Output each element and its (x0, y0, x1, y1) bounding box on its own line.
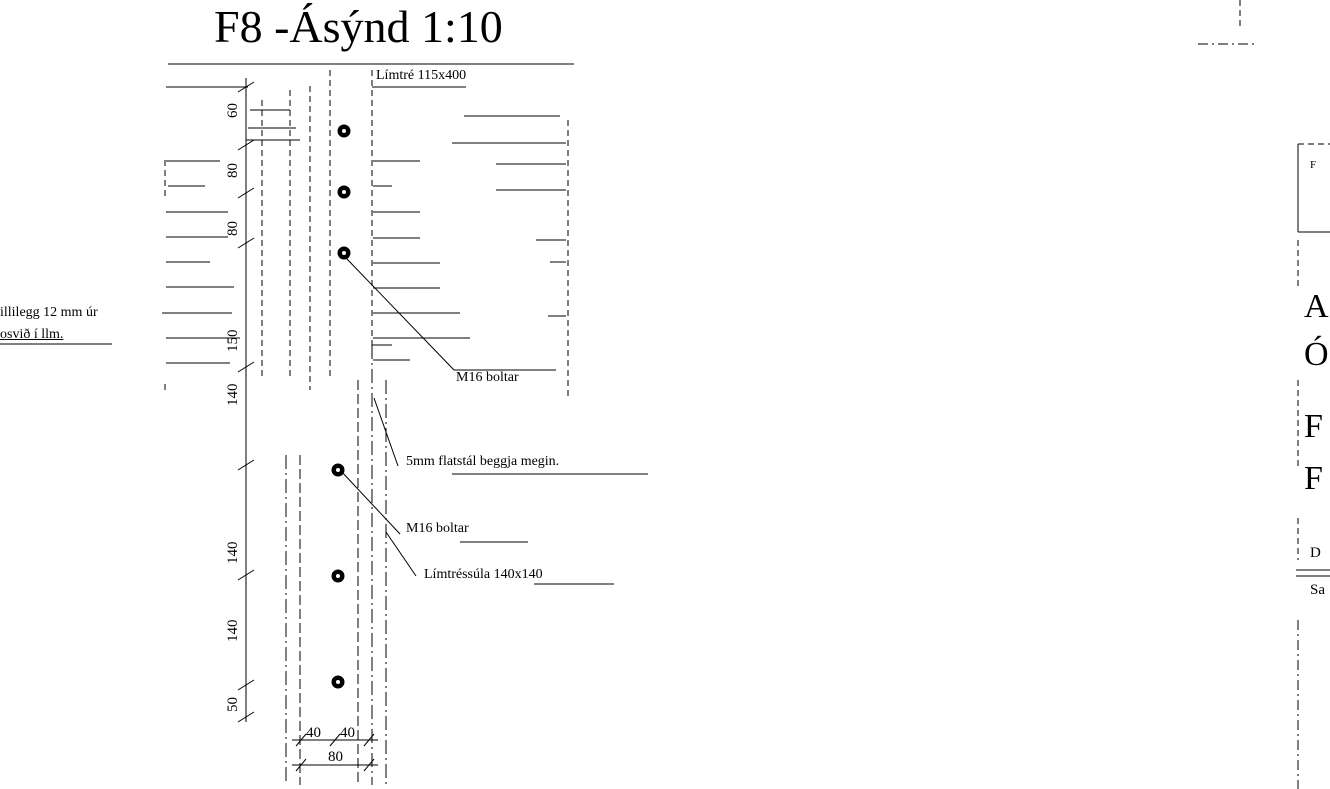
dimension-80-b: 80 (225, 221, 241, 236)
label-steel-plate-line1: illilegg 12 mm úr (0, 305, 98, 320)
vertical-dimension-line (237, 78, 255, 723)
label-column: Límtréssúla 140x140 (424, 567, 543, 582)
title-block-line-o: Ó (1304, 336, 1329, 373)
drawing-title: F8 -Ásýnd 1:10 (214, 1, 503, 52)
dimension-140-c: 140 (225, 619, 241, 643)
dimension-40-a: 40 (306, 725, 321, 741)
title-block-line-s: Sa (1310, 582, 1325, 598)
dimension-80-a: 80 (225, 163, 241, 178)
bolt-group (331, 124, 351, 689)
beam-layers-left (166, 63, 300, 364)
label-limtre-beam: Límtré 115x400 (376, 68, 467, 83)
dimension-140-b: 140 (225, 541, 241, 565)
title-block-line-d: D (1310, 545, 1321, 561)
dimension-60: 60 (225, 103, 241, 118)
title-block-line-f1: F (1304, 408, 1323, 445)
horizontal-dimension-lines (292, 733, 378, 772)
column-outline (285, 344, 392, 785)
title-block-line-a: A (1304, 288, 1329, 325)
title-block-header: F (1310, 159, 1317, 171)
beam-layers-right (373, 86, 566, 361)
label-bolts-lower: M16 boltar (406, 521, 469, 536)
label-steel-plate-line2: osvið í llm. (0, 327, 64, 342)
label-bolts-upper: M16 boltar (456, 370, 519, 385)
title-block-line-f2: F (1304, 460, 1323, 497)
dimension-80-c: 80 (328, 749, 343, 765)
dimension-50: 50 (225, 697, 241, 712)
leader-lines (0, 86, 648, 585)
dimension-40-b: 40 (340, 725, 355, 741)
dimension-150: 150 (225, 329, 241, 353)
title-block-frame (1198, 0, 1330, 789)
dimension-140-a: 140 (225, 383, 241, 407)
label-flat-steel: 5mm flatstál beggja megin. (406, 454, 560, 469)
